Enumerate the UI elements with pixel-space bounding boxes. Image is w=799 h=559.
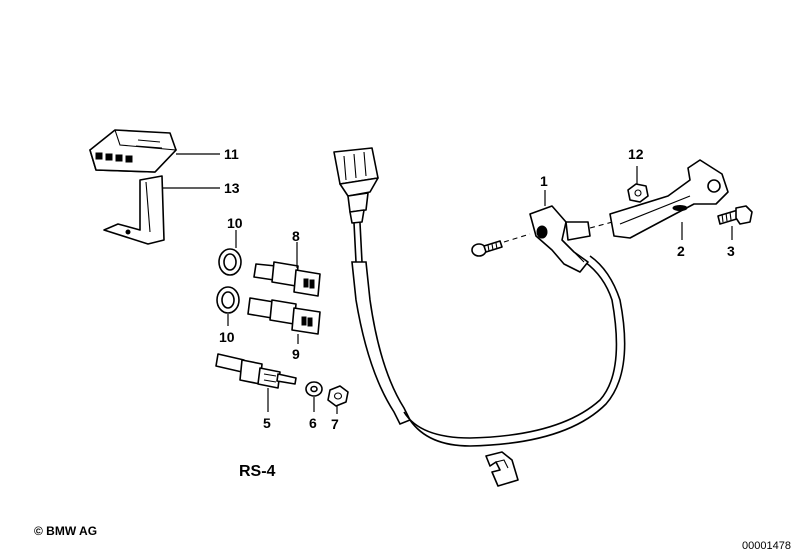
callout-13: 13 [224,180,240,196]
connector-plug [333,147,379,224]
sensor-part-5 [215,353,297,389]
seal-ring-part-10-upper [218,248,242,276]
speed-sensor-part-1 [529,205,591,273]
washer-part-6 [305,381,323,397]
bolt-part-3 [717,205,753,225]
cable-clip [485,451,519,487]
section-code: RS-4 [239,463,276,480]
temperature-sensor-part-8 [253,261,321,297]
temperature-sensor-part-9 [247,297,321,335]
image-number: 00001478 [742,540,791,552]
nut-part-12 [627,183,649,203]
bolt-left [471,240,503,257]
callout-3: 3 [727,243,735,259]
sensor-cable [351,222,626,447]
callout-7: 7 [331,416,339,432]
callout-5: 5 [263,415,271,431]
callout-11: 11 [224,146,239,162]
nut-part-7 [327,385,349,407]
callout-8: 8 [292,228,300,244]
callout-10-lower: 10 [219,329,235,345]
callout-6: 6 [309,415,317,431]
seal-ring-part-10-lower [216,286,240,314]
callout-1: 1 [540,173,548,189]
callout-2: 2 [677,243,685,259]
bracket-part-2 [609,159,729,239]
copyright-notice: © BMW AG [34,524,98,538]
control-unit-part-11 [89,129,177,173]
callout-9: 9 [292,346,300,362]
bracket-part-13 [103,175,165,245]
callout-10-upper: 10 [227,215,243,231]
callout-12: 12 [628,146,644,162]
